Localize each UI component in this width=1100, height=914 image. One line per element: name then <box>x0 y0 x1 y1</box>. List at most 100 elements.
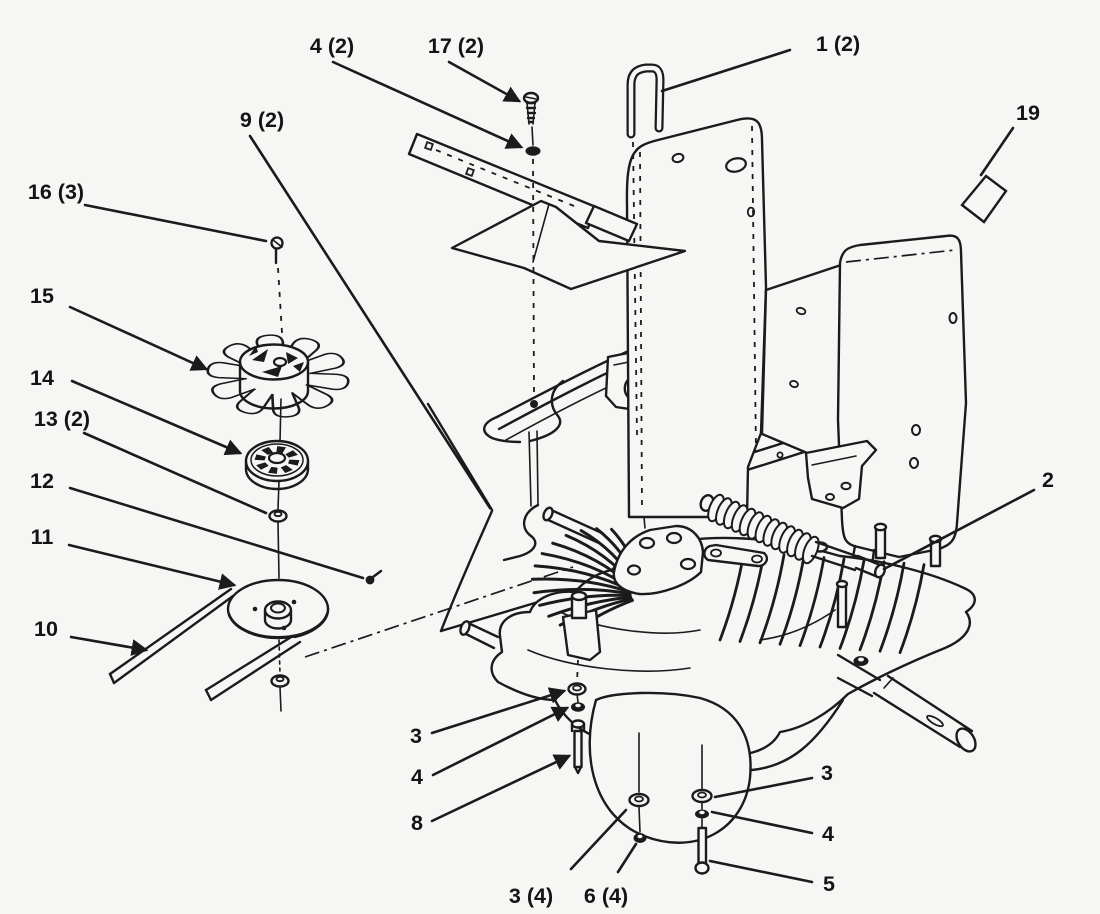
callout-label-c-8: 8 <box>411 811 423 835</box>
vertical-fin <box>878 561 906 653</box>
frame-tower <box>625 117 768 519</box>
vertical-fin <box>798 556 826 647</box>
cooling-fins-right <box>718 550 926 654</box>
screw-17 <box>522 91 540 146</box>
leader-line-c-3a <box>430 687 567 735</box>
flat-washer-3-center <box>628 792 650 808</box>
axle-shaft <box>836 653 977 753</box>
callout-label-c-3-4: 3 (4) <box>509 884 553 908</box>
callout-label-c-9-2: 9 (2) <box>240 108 284 132</box>
leader-line-c-14 <box>70 379 243 456</box>
decal-19 <box>960 174 1008 224</box>
leader-line-c-3b <box>713 776 814 799</box>
axle-stub-left <box>459 620 500 650</box>
washer-3-left <box>567 682 587 696</box>
hub-hole <box>256 462 269 470</box>
frame-assembly <box>426 117 968 633</box>
spring-coil <box>801 535 820 565</box>
leader-line-c-4b <box>710 810 814 835</box>
vertical-fin <box>818 557 846 649</box>
vertical-fin <box>778 554 806 646</box>
leader-line-c-17-2 <box>447 60 522 103</box>
belt-guard <box>407 132 687 291</box>
hub-hole <box>261 447 274 455</box>
damper-spring <box>699 493 887 579</box>
leader-line-c-4-2 <box>331 60 524 149</box>
locknut-4-left <box>571 702 585 712</box>
pulley-11 <box>226 578 330 675</box>
callout-label-c-6-4: 6 (4) <box>584 884 628 908</box>
fan-inner-spokes <box>249 346 304 377</box>
callout-label-c-13-2: 13 (2) <box>34 407 90 431</box>
callout-label-c-17-2: 17 (2) <box>428 34 484 58</box>
lock-washer-4-top <box>525 146 541 156</box>
leader-line-c-4a <box>431 706 570 777</box>
screw-16 <box>270 236 284 334</box>
vertical-fin <box>758 553 786 645</box>
leader-line-c-3-4 <box>569 808 628 871</box>
callout-label-c-19: 19 <box>1016 101 1040 125</box>
bell-crank-arm <box>703 543 769 568</box>
transaxle-assembly <box>459 493 977 875</box>
leader-line-c-6-4 <box>616 842 638 874</box>
locknut-6-center <box>633 833 647 843</box>
angle-bracket <box>804 439 878 510</box>
callout-label-c-16-3: 16 (3) <box>28 180 84 204</box>
callout-label-c-3a: 3 <box>410 724 422 748</box>
callout-label-c-3b: 3 <box>821 761 833 785</box>
right-frame-panel <box>836 234 968 568</box>
top-mounting-plate <box>612 524 705 596</box>
screw-axis-line <box>532 158 535 399</box>
fan-blade <box>235 388 274 415</box>
hub-hole <box>280 465 293 473</box>
leader-line-c-2 <box>882 488 1036 571</box>
hub-hole <box>276 446 286 454</box>
spacer-13-lower <box>270 674 290 712</box>
hub-hole <box>285 450 298 458</box>
right-hang-hardware <box>691 744 713 875</box>
leader-line-c-10 <box>69 635 149 656</box>
leader-line-c-8 <box>430 754 572 823</box>
belt-10 <box>108 587 330 702</box>
exploded-axis-centerline <box>304 566 574 658</box>
hub-hole <box>288 459 300 466</box>
fan-blade <box>299 352 345 375</box>
leader-line-c-13-2 <box>82 431 268 515</box>
fan-blade <box>305 372 350 391</box>
hub-spoke-holes <box>254 446 300 474</box>
radial-fin <box>530 577 632 594</box>
bolt-5 <box>694 818 710 875</box>
callout-label-c-14: 14 <box>30 366 54 390</box>
leader-line-c-11 <box>67 543 237 590</box>
callout-label-c-4b: 4 <box>822 822 834 846</box>
radial-fin <box>532 587 632 596</box>
transaxle-bottom-housing <box>588 691 752 844</box>
control-rod-2-left <box>542 506 604 545</box>
callout-label-c-4-2: 4 (2) <box>310 34 354 58</box>
fan-blade <box>290 383 334 409</box>
leader-line-c-19 <box>979 126 1015 177</box>
locknut-4-right <box>695 809 709 819</box>
callout-label-c-5: 5 <box>823 872 835 896</box>
callout-label-c-12: 12 <box>30 469 54 493</box>
leader-line-c-16-3 <box>83 203 268 243</box>
case-arm <box>750 698 845 772</box>
callout-label-c-15: 15 <box>30 284 54 308</box>
leader-line-c-15 <box>68 305 209 371</box>
rear-deck <box>760 263 845 470</box>
leader-line-c-1-2 <box>660 48 792 93</box>
fan-blade <box>270 392 301 418</box>
screw-mount-point <box>530 400 538 408</box>
cooling-fan-15 <box>206 334 350 443</box>
callout-label-c-11: 11 <box>31 525 54 549</box>
fan-hub-14 <box>244 439 310 510</box>
spacer-13-upper <box>268 509 288 579</box>
radial-fin <box>547 595 633 618</box>
bolt-8 <box>570 693 586 775</box>
leader-line-c-9-2 <box>248 134 492 510</box>
leader-line-c-12 <box>68 486 365 580</box>
callout-label-c-2: 2 <box>1042 468 1054 492</box>
